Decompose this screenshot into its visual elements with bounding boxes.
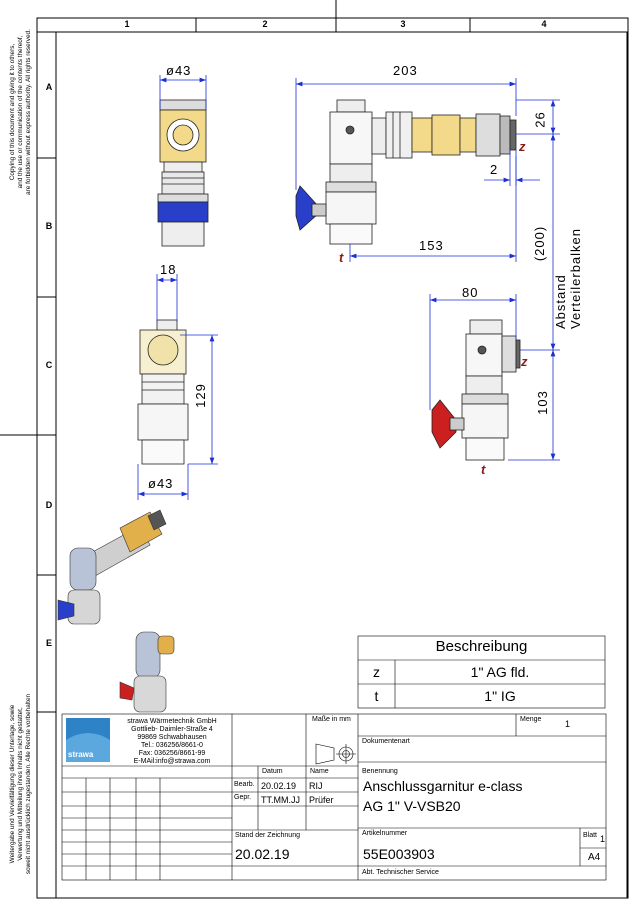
bearb-name: RIJ bbox=[309, 781, 323, 791]
menge-label: Menge bbox=[520, 716, 542, 723]
dim-label-153: 153 bbox=[419, 238, 444, 253]
row-d: D bbox=[45, 500, 53, 510]
dim-label-18: 18 bbox=[160, 262, 177, 277]
description-value-t: 1" IG bbox=[484, 688, 516, 704]
row-e: E bbox=[45, 638, 52, 648]
description-key-z: z bbox=[373, 664, 380, 680]
column-2: 2 bbox=[262, 19, 268, 29]
dim-103 bbox=[508, 350, 560, 461]
bearb-date: 20.02.19 bbox=[261, 781, 297, 791]
dim-80 bbox=[429, 294, 517, 410]
logo-text: strawa bbox=[68, 750, 94, 759]
masse-label: Maße in mm bbox=[312, 716, 351, 723]
dim-label-43-bottom: ø43 bbox=[148, 476, 174, 491]
benennung-label: Benennung bbox=[362, 768, 398, 775]
dim-label-2: 2 bbox=[490, 162, 499, 177]
row-c: C bbox=[45, 360, 53, 370]
datum-label: Datum bbox=[262, 768, 283, 775]
view-side-middle bbox=[431, 319, 521, 461]
dim-label-103: 103 bbox=[534, 390, 550, 415]
dim-label-129: 129 bbox=[192, 383, 208, 408]
view-front-top bbox=[157, 99, 209, 247]
dim-label-80: 80 bbox=[462, 285, 479, 300]
benennung-line2: AG 1" V-VSB20 bbox=[363, 798, 461, 814]
abt-label: Abt. Technischer Service bbox=[362, 869, 439, 876]
dim-label-203: 203 bbox=[393, 63, 418, 78]
label-z-middle: z bbox=[521, 354, 528, 369]
column-1: 1 bbox=[124, 19, 130, 29]
dim-203 bbox=[295, 78, 517, 190]
dim-label-200: (200) bbox=[532, 225, 548, 262]
label-t-top: t bbox=[339, 250, 344, 265]
description-key-t: t bbox=[374, 688, 379, 704]
stand-label: Stand der Zeichnung bbox=[235, 832, 300, 839]
artikel-value: 55E003903 bbox=[363, 846, 435, 862]
dim-129 bbox=[180, 334, 218, 465]
title-block-grid bbox=[61, 713, 607, 881]
stand-value: 20.02.19 bbox=[235, 846, 290, 862]
view-front-middle bbox=[137, 319, 189, 465]
blatt-label: Blatt bbox=[583, 832, 598, 839]
label-t-middle: t bbox=[481, 462, 486, 477]
artikel-label: Artikelnummer bbox=[362, 830, 408, 837]
bearb-label: Bearb. bbox=[234, 781, 255, 788]
description-value-z: 1" AG fld. bbox=[470, 664, 530, 680]
gepr-date: TT.MM.JJ bbox=[261, 795, 300, 805]
isometric-assembly-large bbox=[57, 509, 167, 625]
description-table-grid bbox=[357, 635, 606, 709]
view-side-top bbox=[295, 99, 517, 245]
benennung-line1: Anschlussgarnitur e-class bbox=[363, 778, 523, 794]
menge-value: 1 bbox=[565, 719, 571, 729]
name-label: Name bbox=[310, 768, 329, 775]
dim-153 bbox=[349, 156, 517, 262]
dim-18 bbox=[156, 274, 178, 322]
blatt-value: 1 bbox=[600, 834, 606, 844]
dim-43-top bbox=[159, 75, 207, 110]
dokumentenart-label: Dokumentenart bbox=[362, 738, 410, 745]
isometric-assembly-small bbox=[119, 631, 175, 713]
dim-43-bottom bbox=[137, 464, 189, 500]
company-address: strawa Wärmetechnik GmbH Gottlieb- Daiml… bbox=[127, 718, 217, 765]
format-value: A4 bbox=[588, 852, 601, 863]
description-header: Beschreibung bbox=[435, 638, 528, 655]
gepr-name: Prüfer bbox=[309, 795, 334, 805]
dim-label-43-top: ø43 bbox=[166, 63, 192, 78]
dim-label-26: 26 bbox=[532, 111, 548, 128]
projection-symbol-icon bbox=[315, 743, 356, 765]
column-3: 3 bbox=[400, 19, 406, 29]
label-z-top: z bbox=[519, 139, 526, 154]
gepr-label: Gepr. bbox=[234, 794, 252, 801]
column-4: 4 bbox=[541, 19, 547, 29]
dim-label-abstand: Abstand Verteilerbalken bbox=[553, 228, 583, 329]
row-b: B bbox=[45, 221, 53, 231]
row-a: A bbox=[45, 82, 53, 92]
